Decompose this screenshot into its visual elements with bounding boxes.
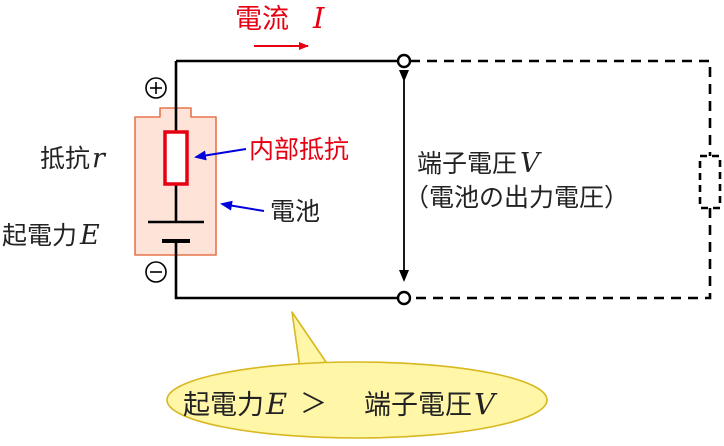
output-voltage-note: （電池の出力電圧） (404, 183, 629, 212)
resistance-label: 抵抗 (40, 144, 90, 173)
circuit-wire (174, 59, 402, 300)
battery-pointer (220, 200, 265, 212)
terminal-voltage-symbol: V (520, 148, 542, 179)
speech-bubble (166, 361, 548, 439)
resistance-symbol: r (92, 143, 107, 174)
emf-symbol: E (79, 220, 100, 251)
comparison-e-symbol: E (265, 387, 287, 421)
terminal-voltage-label: 端子電圧 (417, 149, 517, 178)
comparison-v-symbol: V (474, 387, 498, 421)
comparison-operator: ＞ (300, 389, 327, 420)
comparison-terminal-voltage: 端子電圧 (364, 390, 472, 421)
current-symbol: I (312, 1, 325, 35)
internal-resistance-pointer (194, 148, 247, 161)
external-circuit-dashed (410, 59, 712, 300)
speech-bubble-tail (291, 311, 327, 369)
emf-label: 起電力 (2, 221, 77, 250)
external-load-dashed (698, 154, 722, 210)
minus-circle-icon (145, 261, 167, 283)
comparison-emf: 起電力 (183, 390, 264, 421)
internal-resistance-label: 内部抵抗 (249, 135, 349, 164)
internal-resistor (163, 130, 189, 186)
battery-label: 電池 (270, 197, 320, 226)
terminal-bottom (396, 290, 412, 306)
terminal-top (396, 53, 412, 69)
current-label: 電流 (235, 4, 289, 35)
plus-circle-icon (145, 77, 167, 99)
